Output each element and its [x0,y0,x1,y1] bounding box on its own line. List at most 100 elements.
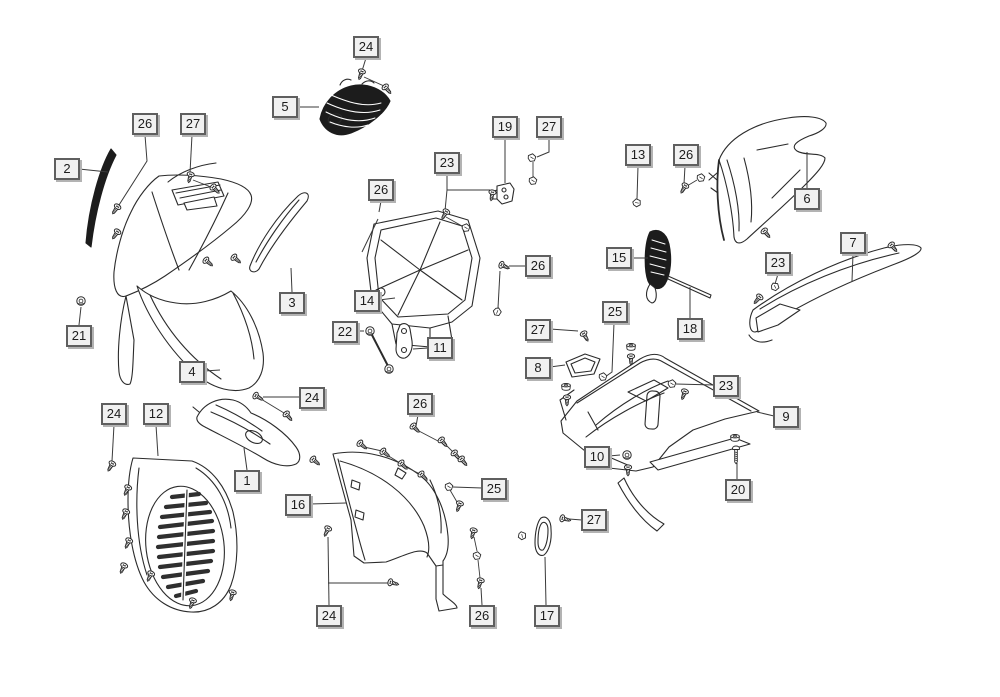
fastener-link-line [449,489,458,503]
part-callout-7: 7 [840,232,866,254]
leader-line [536,138,550,158]
part-callout-27: 27 [525,319,551,341]
screw-icon [386,577,401,589]
part-callout-27: 27 [581,509,607,531]
fastener-link-line [445,216,463,227]
leader-line [756,411,775,417]
part-14-inner-panel [366,210,481,348]
washer-icon [730,434,740,442]
fastener-link-line [192,179,212,188]
part-callout-27: 27 [180,113,206,135]
leader-line [568,518,583,521]
leader-line [683,165,686,185]
clip-icon [516,529,529,542]
clip-icon [528,176,538,185]
part-callout-18: 18 [677,318,703,340]
nut-icon [384,364,394,374]
part-3-trim-strip [249,192,309,273]
clip-icon [598,372,608,381]
part-callout-26: 26 [132,113,158,135]
leader-line [155,424,159,457]
part-8-bracket-plate [565,353,601,378]
leader-line [444,189,448,212]
screw-icon [355,438,370,452]
part-callout-22: 22 [332,321,358,343]
part-callout-24: 24 [299,387,325,409]
leader-line [111,424,115,462]
part-callout-10: 10 [584,446,610,468]
part-callout-25: 25 [481,478,507,500]
screw-icon [355,67,367,82]
leader-line [327,536,330,606]
leader-line [78,168,109,173]
part-callout-26: 26 [407,393,433,415]
part-callout-14: 14 [354,290,380,312]
fastener-link-line [363,446,383,452]
part-callout-26: 26 [469,605,495,627]
screw-icon [759,226,773,241]
part-15-vent-grille [644,229,672,304]
leader-line [480,587,483,606]
leader-line [851,253,854,282]
part-16-leg-shield [332,451,458,612]
leader-line [118,134,148,206]
part-callout-12: 12 [143,403,169,425]
leader-line [378,200,382,213]
leader-line [636,165,639,200]
part-callout-19: 19 [492,116,518,138]
part-callout-9: 9 [773,406,799,428]
screw-icon [251,390,266,404]
leader-line [412,347,429,350]
screw-icon [308,454,323,468]
screw-icon [320,524,333,539]
part-callout-16: 16 [285,494,311,516]
fastener-link-line [363,76,385,87]
screw-icon [677,181,691,196]
clip-icon [696,173,706,182]
part-callout-23: 23 [434,152,460,174]
fastener-links-layer [192,76,698,579]
leader-line [361,218,379,253]
part-callout-8: 8 [525,357,551,379]
washer-icon [561,383,571,391]
screw-icon [281,409,295,424]
part-7-side-fairing-lower [748,244,922,343]
part-callout-4: 4 [179,361,205,383]
clip-icon [631,197,643,208]
leader-line [189,134,193,174]
nut-icon [76,296,86,306]
part-callout-24: 24 [101,403,127,425]
part-callout-3: 3 [279,292,305,314]
leader-line [675,383,715,386]
screw-icon [201,255,216,269]
part-17-gasket-bracket [534,516,552,556]
part-callout-27: 27 [536,116,562,138]
part-callout-20: 20 [725,479,751,501]
fastener-link-line [473,536,478,552]
screw-icon [408,421,423,436]
screw-icon [474,576,486,591]
part-callout-23: 23 [765,252,791,274]
fastener-link-line [416,429,439,442]
clip-icon [769,281,781,293]
part-callout-24: 24 [316,605,342,627]
screw-icon [562,394,572,407]
leader-line [78,306,82,326]
part-callout-26: 26 [368,179,394,201]
nut-icon [622,450,632,460]
clip-icon [492,307,503,317]
clip-icon [472,551,482,560]
part-18-stay-rod [667,275,712,299]
leader-line [309,502,347,505]
part-4-front-fairing-assembly [113,162,264,392]
part-12-vented-panel [127,457,238,613]
screw-icon [578,329,592,344]
clip-icon [527,153,537,162]
part-callout-11: 11 [427,337,453,359]
part-callout-26: 26 [673,144,699,166]
part-callout-23: 23 [713,375,739,397]
screw-icon [467,526,479,541]
screw-icon [109,202,123,217]
